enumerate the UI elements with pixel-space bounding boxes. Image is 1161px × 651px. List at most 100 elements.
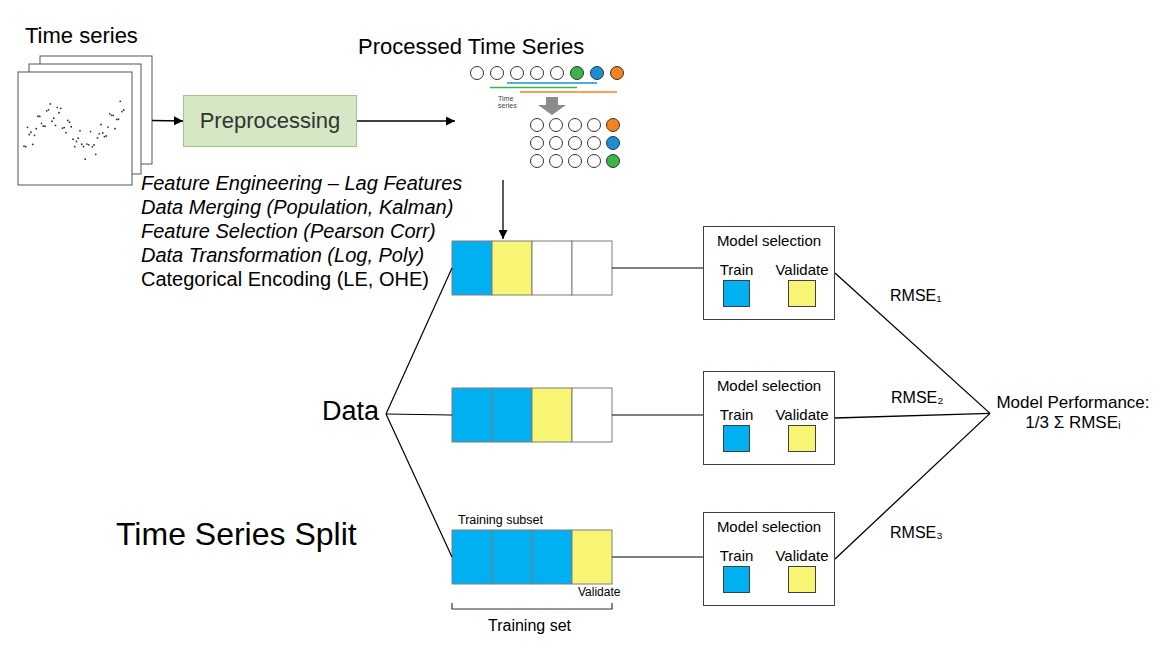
edge-label: RMSE₂ [889,389,945,407]
color-swatch: Validate [788,425,816,452]
scatter-dot [105,135,107,137]
sample-dot [511,67,524,80]
edge-label: RMSE₁ [888,287,944,305]
connector-line [835,413,990,418]
sample-dot [571,67,584,80]
scatter-dot [91,146,93,148]
sample-dot [471,67,484,80]
scatter-dot [76,141,78,143]
plain-label: Training subset [458,513,543,527]
scatter-dot [56,106,58,108]
scatter-dot [23,145,25,147]
branch-line [386,414,452,557]
scatter-dot [30,131,32,133]
scatter-dot [48,109,50,111]
processed-series-figure [471,67,624,168]
model-selection-box: Model selectionTrainValidate [703,226,835,320]
heading-text: Time series [25,23,138,48]
scatter-dot [39,116,41,118]
sample-dot [569,155,582,168]
color-swatch: Train [723,280,750,307]
heading-text: Processed Time Series [358,34,584,59]
node-text: Model selection [717,232,821,249]
sample-dot [607,137,620,150]
scatter-dot [35,128,37,130]
scatter-dot [116,118,118,120]
scatter-dot [95,153,97,155]
scatter-dot [104,136,106,138]
sample-dot [607,155,620,168]
heading-text: Train [720,406,754,423]
scatter-dot [65,132,67,134]
node-text: Preprocessing [200,108,341,133]
step-note: Feature Engineering – Lag Features [141,172,462,195]
sample-dot [591,67,604,80]
scatter-dot [55,125,57,127]
plain-label: Validate [578,586,620,600]
scatter-dot [88,144,90,146]
sample-dot [607,119,620,132]
block-arrow [538,97,566,115]
connector-line [835,413,990,559]
scatter-dot [112,115,114,117]
scatter-dot [58,112,60,114]
sample-dot [531,137,544,150]
sample-dot [588,137,601,150]
sample-dot [550,155,563,168]
fold-cell [532,241,572,295]
scatter-dot [90,131,92,133]
fold-cell [572,530,612,584]
scatter-dot [41,122,43,124]
split-lines [386,268,703,609]
scatter-dot [63,127,65,129]
time-series-figure: Time series [18,56,152,185]
scatter-dot [70,126,72,128]
fold-cell [452,241,492,295]
scatter-dot [42,125,44,127]
window-line [520,91,617,93]
scatter-dot [102,132,104,134]
fold-cell [532,530,572,584]
sample-dot [569,119,582,132]
model-selection-box: Model selectionTrainValidate [703,371,835,465]
scatter-dot [93,144,95,146]
node-text: Model Performance: 1/3 Σ RMSEᵢ [990,393,1156,434]
fold-cell [452,530,492,584]
sample-dot [569,137,582,150]
bracket [452,603,612,609]
scatter-dot [25,146,27,148]
sample-dot [550,137,563,150]
heading-text: Train [720,261,754,278]
step-note: Feature Selection (Pearson Corr) [141,220,436,243]
result-text: Model Performance: 1/3 Σ RMSEᵢ [990,393,1156,434]
scatter-dot [100,124,102,126]
scatter-dot [77,137,79,139]
sample-dot [531,119,544,132]
split-rows [452,241,612,584]
step-note: Data Transformation (Log, Poly) [141,244,424,267]
heading-text: Validate [775,406,828,423]
model-selection-box: Model selectionTrainValidate [703,512,835,606]
scatter-dot [53,117,55,119]
scatter-dot [97,137,99,139]
scatter-dot [34,134,36,136]
scatter-dot [67,120,69,122]
scatter-dot [83,146,85,148]
scatter-dot [123,109,125,111]
scatter-dot [79,130,81,132]
connector-line [152,120,183,122]
sample-dot [588,155,601,168]
color-swatch: Validate [788,280,816,307]
fold-cell [492,388,532,442]
node-text: Model selection [717,518,821,535]
plain-label: Time series [498,95,526,110]
scatter-dot [109,113,111,115]
node-text: Model selection [717,377,821,394]
scatter-dot [72,138,74,140]
scatter-dot [119,100,121,102]
scatter-dot [118,118,120,120]
connector-line [357,120,455,121]
